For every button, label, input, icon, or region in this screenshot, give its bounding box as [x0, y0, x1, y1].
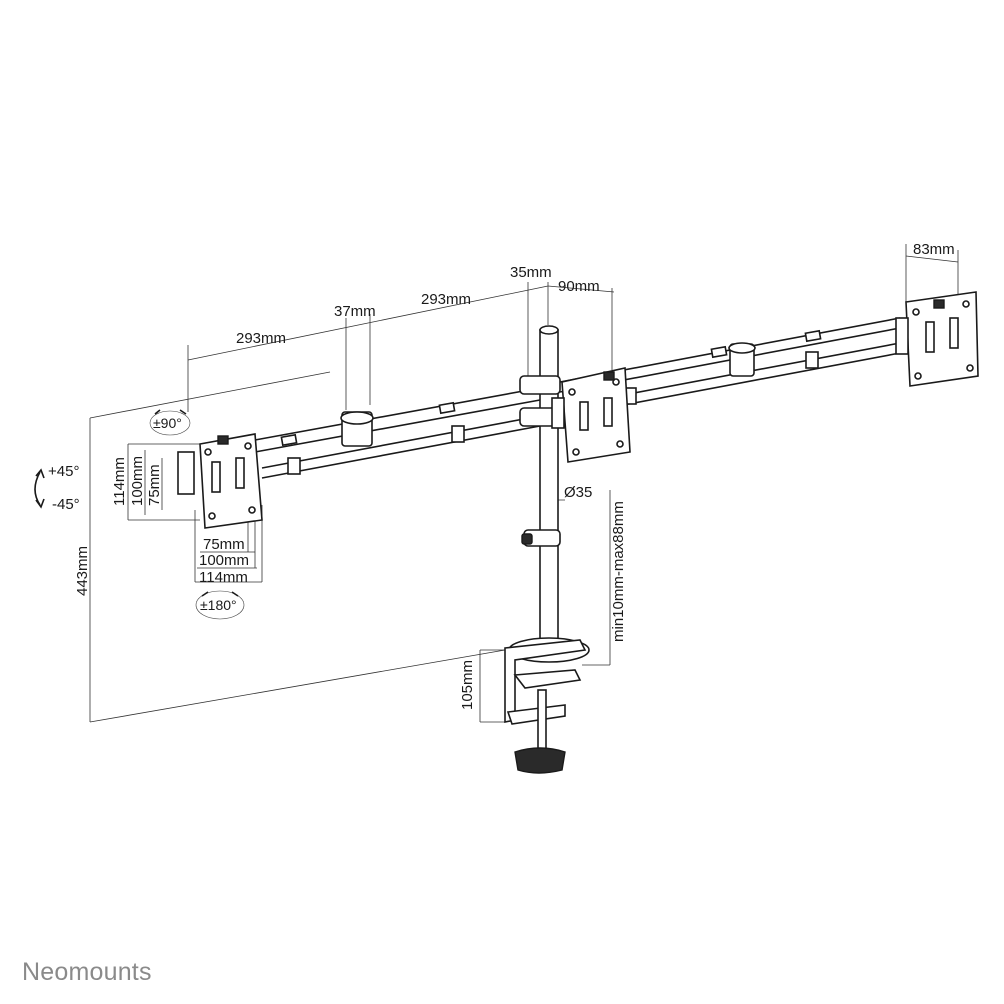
brand-logo: Neomounts: [22, 958, 152, 986]
label-tilt-minus: -45°: [52, 496, 80, 513]
swivel-arrows-icon: [149, 409, 191, 436]
vesa-plate-left: [177, 433, 263, 529]
rotation-arrows-icon: [195, 590, 245, 620]
label-pole-35: 35mm: [510, 264, 552, 281]
label-pole-diameter: Ø35: [564, 484, 592, 501]
label-depth-90: 90mm: [558, 278, 600, 295]
label-vesa-h-75: 75mm: [146, 464, 163, 506]
label-desk-thickness: min10mm-max88mm: [610, 501, 627, 642]
tilt-arrows-icon: [34, 468, 45, 509]
label-tilt-plus: +45°: [48, 463, 79, 480]
label-vesa-w-100: 100mm: [199, 552, 249, 569]
label-vesa-h-114: 114mm: [111, 457, 128, 506]
label-arm-293-left: 293mm: [236, 330, 286, 347]
desk-clamp: [504, 639, 587, 774]
label-swivel: ±90°: [153, 415, 182, 431]
label-vesa-w-75: 75mm: [203, 536, 245, 553]
dimension-lines: [89, 244, 959, 723]
crossbar-arms: [254, 317, 901, 479]
dimension-labels: 293mm 37mm 293mm 35mm 90mm 83mm +45° -45…: [48, 241, 955, 710]
label-vesa-h-100: 100mm: [129, 456, 146, 506]
label-vesa-w-114: 114mm: [199, 569, 248, 586]
label-arm-37: 37mm: [334, 303, 376, 320]
label-rotate: ±180°: [200, 597, 237, 613]
vesa-plate-center: [551, 367, 631, 463]
label-clamp-height: 105mm: [459, 660, 476, 710]
label-total-height: 443mm: [74, 546, 91, 596]
label-arm-293-right: 293mm: [421, 291, 471, 308]
label-plate-83: 83mm: [913, 241, 955, 258]
vesa-plate-right: [895, 291, 979, 387]
